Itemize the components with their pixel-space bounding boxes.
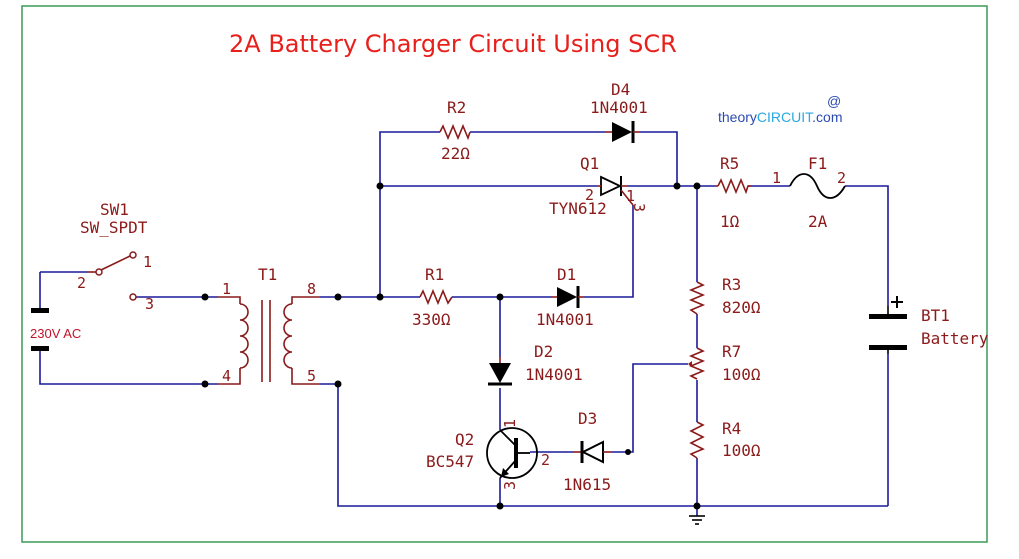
resistor-r2: R2 22Ω	[439, 98, 471, 163]
r7-ref: R7	[722, 342, 741, 361]
diode-d1: D1 1N4001	[536, 265, 594, 329]
transistor-q2: Q2 BC547 1 2 3	[426, 419, 550, 490]
bt1-ref: BT1	[921, 306, 950, 325]
resistor-r4: R4 100Ω	[689, 419, 761, 460]
resistor-r5: R5 1Ω	[715, 154, 751, 231]
r5-value: 1Ω	[720, 212, 740, 231]
t1-pin-5: 5	[307, 367, 316, 385]
brand-suffix: .com	[812, 109, 842, 125]
f1-pin-2: 2	[837, 169, 846, 187]
junction-dot	[673, 182, 681, 190]
junction-dot	[201, 380, 209, 388]
r2-value: 22Ω	[441, 144, 470, 163]
diode-d2: D2 1N4001	[488, 342, 583, 386]
q1-pin-1: 1	[626, 187, 635, 205]
wires	[39, 131, 889, 516]
sw1-ref: SW1	[100, 200, 129, 219]
r1-ref: R1	[425, 265, 444, 284]
fuse-f1: F1 2A 1 2	[772, 154, 846, 231]
scr-q1: Q1 TYN612 2 1 3	[549, 154, 648, 218]
junction-dot	[693, 502, 701, 510]
t1-pin-4: 4	[222, 367, 231, 385]
junction-dot	[693, 182, 701, 190]
junction-dot	[625, 449, 631, 455]
battery-bt1: BT1 Battery	[869, 296, 989, 354]
q2-pin-3: 3	[501, 481, 519, 490]
f1-ref: F1	[808, 154, 827, 173]
junction-dot	[496, 502, 504, 510]
switch-sw1: SW1 SW_SPDT 2 1 3	[77, 200, 154, 313]
junctions	[201, 182, 701, 510]
q1-value: TYN612	[549, 199, 607, 218]
d4-value: 1N4001	[590, 98, 648, 117]
sw1-value: SW_SPDT	[80, 218, 148, 237]
r5-ref: R5	[720, 154, 739, 173]
f1-pin-1: 1	[772, 169, 781, 187]
q2-value: BC547	[426, 452, 474, 471]
brand-logo: theoryCIRCUIT.com @	[718, 93, 843, 125]
d1-ref: D1	[557, 265, 576, 284]
r3-ref: R3	[722, 275, 741, 294]
t1-ref: T1	[258, 265, 277, 284]
junction-dot	[334, 380, 342, 388]
r3-value: 820Ω	[722, 298, 761, 317]
q1-pin-2: 2	[585, 186, 594, 204]
r4-ref: R4	[722, 419, 741, 438]
potentiometer-r7: R7 100Ω	[688, 342, 761, 384]
svg-text:theoryCIRCUIT.com: theoryCIRCUIT.com	[718, 109, 843, 125]
r2-ref: R2	[447, 98, 466, 117]
brand-prefix: theory	[718, 109, 757, 125]
resistor-r1: R1 330Ω	[412, 265, 453, 329]
diagram-title: 2A Battery Charger Circuit Using SCR	[229, 30, 677, 58]
bt1-value: Battery	[921, 329, 989, 348]
brand-at: @	[827, 93, 841, 109]
brand-highlight: CIRCUIT	[757, 109, 814, 125]
diagram-frame	[21, 5, 988, 543]
sw1-pin-1: 1	[143, 253, 152, 271]
diode-d3: D3 1N615	[563, 409, 611, 494]
f1-value: 2A	[808, 212, 828, 231]
d3-ref: D3	[578, 409, 597, 428]
sw1-pin-2: 2	[77, 274, 86, 292]
r7-value: 100Ω	[722, 365, 761, 384]
sw1-pin-3: 3	[145, 295, 154, 313]
junction-dot	[201, 293, 209, 301]
diode-d4: D4 1N4001	[590, 80, 648, 143]
q1-pin-3: 3	[630, 203, 648, 212]
junction-dot	[376, 293, 384, 301]
q2-ref: Q2	[455, 430, 474, 449]
d4-ref: D4	[611, 80, 630, 99]
d2-ref: D2	[534, 342, 553, 361]
ac-source: 230V AC	[30, 308, 81, 351]
transformer-t1	[218, 296, 320, 385]
ac-source-label: 230V AC	[30, 326, 81, 341]
resistor-r3: R3 820Ω	[688, 275, 761, 317]
d3-value: 1N615	[563, 475, 611, 494]
q2-pin-2: 2	[541, 451, 550, 469]
junction-dot	[334, 293, 342, 301]
d1-value: 1N4001	[536, 310, 594, 329]
q1-ref: Q1	[580, 154, 599, 173]
r1-value: 330Ω	[412, 310, 451, 329]
t1-pin-8: 8	[307, 280, 316, 298]
q2-pin-1: 1	[501, 419, 519, 428]
t1-pin-1: 1	[222, 280, 231, 298]
junction-dot	[376, 182, 384, 190]
junction-dot	[496, 293, 504, 301]
ground-symbol	[689, 515, 705, 525]
r4-value: 100Ω	[722, 441, 761, 460]
d2-value: 1N4001	[525, 365, 583, 384]
